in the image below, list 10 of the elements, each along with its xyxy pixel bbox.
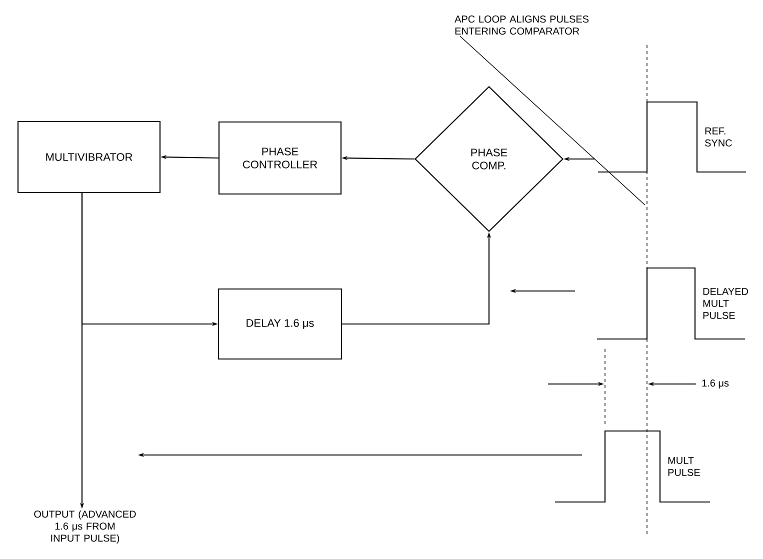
process-box: MULTIVIBRATOR [17, 120, 161, 194]
dimension-label: 1.6 μs [702, 380, 729, 388]
annotation-text: APC LOOP ALIGNS PULSES ENTERING COMPARATOR [454, 16, 589, 35]
pulse-waveform: MULT PULSE [555, 430, 710, 503]
output-label: OUTPUT (ADVANCED 1.6 μs FROM INPUT PULSE) [34, 510, 136, 544]
pulse-waveform: REF. SYNC [598, 101, 746, 173]
leader-line [460, 36, 646, 206]
pulse-waveform: DELAYED MULT PULSE [597, 267, 748, 340]
delay-box: DELAY 1.6 μs [218, 288, 342, 360]
process-box: PHASE CONTROLLER [218, 121, 342, 195]
